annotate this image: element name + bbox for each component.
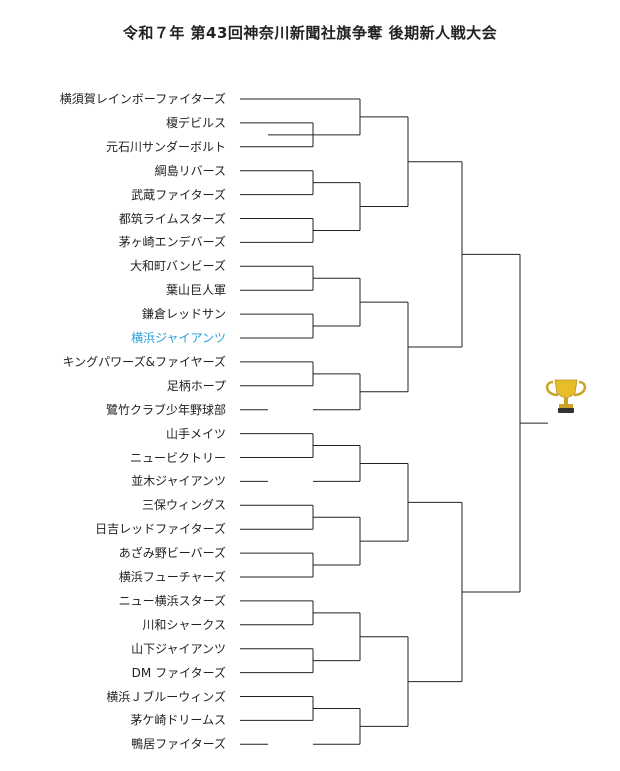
team-name: DM ファイターズ <box>131 665 226 680</box>
team-name: ニュービクトリー <box>129 450 226 465</box>
team-name: 茅ケ崎ドリームス <box>130 713 226 728</box>
team-name: 武蔵ファイターズ <box>131 187 226 202</box>
team-name: 横須賀レインボーファイターズ <box>59 92 226 106</box>
team-name: 大和町バンビーズ <box>129 259 226 274</box>
team-name: 横浜フューチャーズ <box>118 570 226 584</box>
team-name: 日吉レッドファイターズ <box>95 522 226 537</box>
team-name: 三保ウィングス <box>141 498 226 513</box>
team-name: あざみ野ビーバーズ <box>118 546 226 561</box>
team-name: キングパワーズ&ファイヤーズ <box>62 354 226 369</box>
team-name: 山手メイツ <box>165 426 226 441</box>
team-name: 鴨居ファイターズ <box>131 737 226 752</box>
team-name: 並木ジャイアンツ <box>131 474 226 489</box>
team-name: 茅ヶ崎エンデバーズ <box>118 235 226 250</box>
team-name: 川和シャークス <box>142 617 226 632</box>
team-name: 都筑ライムスターズ <box>118 211 226 226</box>
team-name: 綱島リバース <box>154 163 226 178</box>
team-name: 鎌倉レッドサン <box>141 307 226 322</box>
team-name: 山下ジャイアンツ <box>131 641 226 656</box>
team-name: 葉山巨人軍 <box>165 283 226 298</box>
team-name: 榎デビルス <box>165 115 226 130</box>
team-name: ニュー横浜スターズ <box>118 593 226 608</box>
trophy-icon <box>545 379 587 413</box>
team-name: 元石川サンダーボルト <box>105 139 226 154</box>
team-name: 足柄ホープ <box>166 378 226 393</box>
team-name: 横浜Ｊブルーウィンズ <box>106 689 226 704</box>
team-name: 鷺竹クラブ少年野球部 <box>105 402 226 417</box>
team-name: 横浜ジャイアンツ <box>131 331 226 345</box>
page-title: 令和７年 第43回神奈川新聞社旗争奪 後期新人戦大会 <box>122 24 498 42</box>
